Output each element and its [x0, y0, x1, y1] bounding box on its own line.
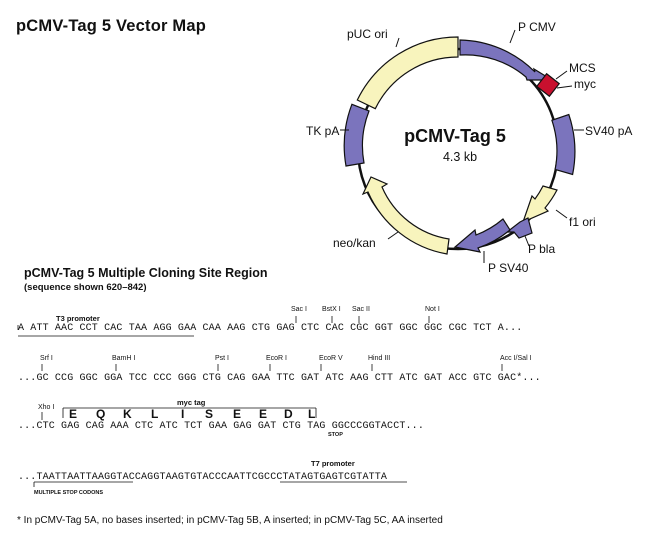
amino-acid: I: [181, 407, 185, 421]
amino-acid: E: [259, 407, 268, 421]
label-puc-ori: pUC ori: [347, 27, 388, 41]
site-hind3: Hind III: [368, 355, 391, 362]
vector-name: pCMV-Tag 5: [404, 126, 506, 146]
amino-acid: S: [205, 407, 214, 421]
feature-puc-ori: [356, 36, 459, 110]
sequence-line-4: ...TAATTAATTAAGGTACCAGGTAAGTGTACCCAATTCG…: [18, 472, 388, 483]
site-not1: Not I: [425, 306, 440, 313]
footnote: * In pCMV-Tag 5A, no bases inserted; in …: [17, 515, 443, 526]
site-srf1: Srf I: [40, 355, 53, 362]
feature-tk-pa: [343, 103, 370, 167]
t7-promoter-label: T7 promoter: [311, 459, 355, 468]
sequence-line-3: ...CTC GAG CAG AAA CTC ATC TCT GAA GAG G…: [18, 421, 424, 432]
site-bamh1: BamH I: [112, 355, 136, 362]
amino-acid: L: [308, 407, 316, 421]
label-f1-ori: f1 ori: [569, 215, 596, 229]
feature-p-sv40: [453, 218, 511, 253]
feature-p-cmv: [459, 39, 555, 81]
feature-p-bla: [505, 217, 533, 239]
site-sac1: Sac I: [291, 306, 307, 313]
site-bstx1: BstX I: [322, 306, 341, 313]
label-mcs: MCS: [569, 61, 596, 75]
amino-acid: D: [284, 407, 293, 421]
leader-f1-ori: [555, 209, 568, 219]
label-neo-kan: neo/kan: [333, 236, 376, 250]
sequence-line-2: ...GC CCG GGC GGA TCC CCC GGG CTG CAG GA…: [18, 373, 541, 384]
label-tk-pa: TK pA: [306, 124, 339, 138]
label-p-sv40: P SV40: [488, 261, 529, 275]
vector-size: 4.3 kb: [443, 150, 477, 164]
leader-myc: [556, 85, 573, 89]
feature-neo-kan: [361, 176, 450, 255]
myc-tag-label: myc tag: [177, 398, 206, 407]
feature-sv40-pa: [551, 113, 576, 176]
page-title: pCMV-Tag 5 Vector Map: [16, 17, 207, 35]
amino-acid: L: [151, 407, 159, 421]
site-ecorv: EcoR V: [319, 355, 343, 362]
stop-codons-label: MULTIPLE STOP CODONS: [34, 490, 104, 496]
site-xho1: Xho I: [38, 404, 55, 411]
leader-p-cmv: [509, 29, 516, 44]
leader-neo-kan: [387, 231, 399, 240]
t3-promoter-label: T3 promoter: [56, 314, 100, 323]
amino-acid: E: [69, 407, 78, 421]
sequence-line-1: A ATT AAC CCT CAC TAA AGG GAA CAA AAG CT…: [18, 323, 523, 334]
mcs-title: pCMV-Tag 5 Multiple Cloning Site Region: [24, 266, 268, 280]
stop-label: STOP: [328, 432, 343, 438]
amino-acid: E: [233, 407, 242, 421]
label-p-bla: P bla: [528, 242, 555, 256]
label-p-cmv: P CMV: [518, 20, 556, 34]
label-myc: myc: [574, 77, 596, 91]
amino-acid: Q: [96, 407, 106, 421]
feature-mcs-myc: [535, 72, 561, 98]
amino-acid: K: [123, 407, 132, 421]
leader-p-bla: [524, 235, 530, 247]
leader-puc-ori: [395, 37, 400, 48]
feature-f1-ori: [521, 185, 558, 224]
leader-mcs: [555, 70, 568, 80]
site-ecor1: EcoR I: [266, 355, 288, 362]
label-sv40-pa: SV40 pA: [585, 124, 632, 138]
mcs-subtitle: (sequence shown 620–842): [24, 282, 147, 293]
site-pst1: Pst I: [215, 355, 230, 362]
site-sac2: Sac II: [352, 306, 370, 313]
site-acc1-sal1: Acc I/Sal I: [500, 355, 532, 362]
